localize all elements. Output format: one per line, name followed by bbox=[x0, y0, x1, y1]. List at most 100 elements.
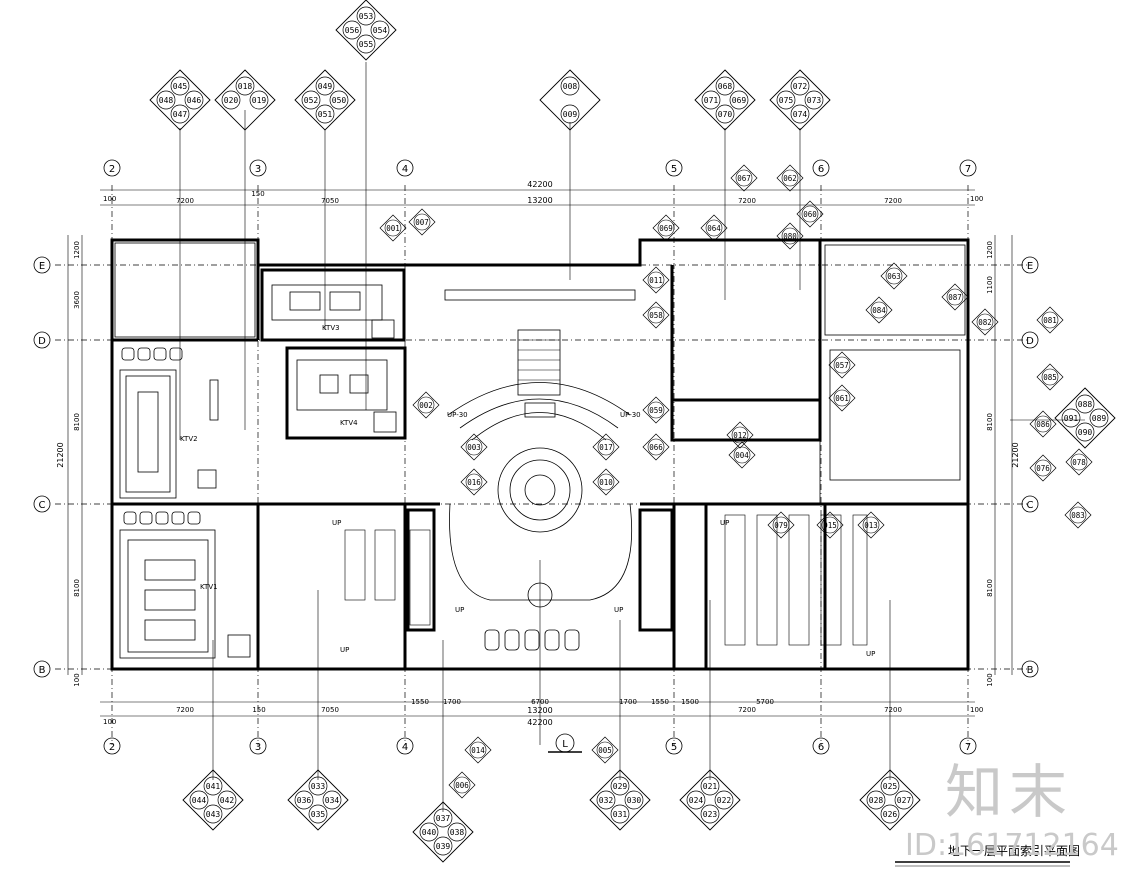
index-mark-number: 007 bbox=[415, 218, 429, 227]
index-mark-bubble bbox=[465, 473, 483, 491]
callout-outline bbox=[335, 0, 397, 61]
callout-outline bbox=[287, 769, 349, 831]
dim-bottom-span: 1550 bbox=[411, 698, 429, 706]
index-mark: 061 bbox=[828, 384, 856, 412]
callout-bubble bbox=[790, 76, 810, 96]
index-mark-outline bbox=[379, 214, 407, 242]
callout-bubble bbox=[1089, 408, 1109, 428]
dim-right-span: 1100 bbox=[986, 276, 994, 294]
callout-outline bbox=[694, 69, 756, 131]
up-label: UP bbox=[614, 606, 623, 614]
index-mark-outline bbox=[460, 433, 488, 461]
callout-number-top: 021 bbox=[703, 782, 718, 791]
index-mark: 001 bbox=[379, 214, 407, 242]
index-mark-number: 085 bbox=[1043, 373, 1057, 382]
callout-bubble bbox=[715, 76, 735, 96]
watermark-logo: 知末 bbox=[945, 758, 1074, 826]
index-mark-bubble bbox=[833, 356, 851, 374]
index-mark: 078 bbox=[1065, 448, 1093, 476]
room-label-ktv2: KTV2 bbox=[180, 435, 198, 443]
index-mark-bubble bbox=[731, 426, 749, 444]
grid-label: 3 bbox=[255, 164, 261, 175]
callout-number-top: 037 bbox=[436, 814, 451, 823]
callout-bubble bbox=[370, 20, 390, 40]
index-mark-outline bbox=[767, 511, 795, 539]
index-mark-outline bbox=[941, 283, 969, 311]
index-mark-outline bbox=[857, 511, 885, 539]
index-mark-outline bbox=[460, 468, 488, 496]
index-mark-bubble bbox=[735, 169, 753, 187]
callout-number-top: 025 bbox=[883, 782, 898, 791]
index-mark: 083 bbox=[1064, 501, 1092, 529]
callout-number-top: 053 bbox=[359, 12, 374, 21]
index-mark-bubble bbox=[801, 205, 819, 223]
callout-number-top: 049 bbox=[318, 82, 333, 91]
index-mark-outline bbox=[408, 208, 436, 236]
index-mark-bubble bbox=[647, 438, 665, 456]
dim-bottom-span: 150 bbox=[252, 706, 265, 714]
index-mark-number: 059 bbox=[649, 406, 663, 415]
dim-bottom-span: 7200 bbox=[738, 706, 756, 714]
callout-number-left: 036 bbox=[297, 796, 312, 805]
index-mark-bubble bbox=[870, 301, 888, 319]
drawing-title-text: 地下一层平面索引平面图 bbox=[948, 844, 1080, 858]
index-mark-bubble bbox=[413, 213, 431, 231]
dim-top-span: 7200 bbox=[738, 197, 756, 205]
index-mark-number: 080 bbox=[783, 232, 797, 241]
dim-left-span: 3600 bbox=[73, 291, 81, 309]
index-mark: 082 bbox=[971, 308, 999, 336]
callout-number-top: 029 bbox=[613, 782, 628, 791]
callout-outline bbox=[149, 69, 211, 131]
index-mark-number: 004 bbox=[735, 451, 749, 460]
grid-bubbles-left: E D C B bbox=[33, 256, 51, 678]
callout-number-left: 032 bbox=[599, 796, 614, 805]
index-mark: 007 bbox=[408, 208, 436, 236]
index-mark: 057 bbox=[828, 351, 856, 379]
index-mark-number: 003 bbox=[467, 443, 481, 452]
central-lobby bbox=[444, 289, 636, 651]
callout-number-bottom: 026 bbox=[883, 810, 898, 819]
index-mark-outline bbox=[816, 511, 844, 539]
index-mark: 016 bbox=[460, 468, 488, 496]
callout-number-left: 024 bbox=[689, 796, 704, 805]
index-mark-number: 060 bbox=[803, 210, 817, 219]
index-mark-outline bbox=[1064, 501, 1092, 529]
index-mark: 014 bbox=[464, 736, 492, 764]
callout-bubble bbox=[700, 804, 720, 824]
callout-bubble bbox=[1061, 408, 1081, 428]
callout-bubble bbox=[729, 90, 749, 110]
grid-label: E bbox=[39, 261, 45, 272]
callout-bubble bbox=[880, 804, 900, 824]
dim-right-span: 8100 bbox=[986, 579, 994, 597]
index-mark-number: 012 bbox=[733, 431, 747, 440]
index-mark-bubble bbox=[885, 267, 903, 285]
callout-number-bottom: 043 bbox=[206, 810, 221, 819]
index-mark-outline bbox=[1029, 410, 1057, 438]
grid-label: E bbox=[1027, 261, 1033, 272]
index-mark-number: 005 bbox=[598, 746, 612, 755]
dim-top-span: 100 bbox=[970, 195, 983, 203]
callout-bubble bbox=[433, 808, 453, 828]
callout-bubble bbox=[624, 790, 644, 810]
room-labels: KTV2 KTV1 KTV3 KTV4 UP-30 UP-30 UP UP UP… bbox=[180, 324, 875, 658]
index-mark: 063 bbox=[880, 262, 908, 290]
index-mark-number: 015 bbox=[823, 521, 837, 530]
dim-bottom-span: 7200 bbox=[884, 706, 902, 714]
callout-bubble bbox=[596, 790, 616, 810]
callout-bubble bbox=[170, 104, 190, 124]
index-mark-number: 058 bbox=[649, 311, 663, 320]
index-mark-outline bbox=[1065, 448, 1093, 476]
callout-number-bottom: 074 bbox=[793, 110, 808, 119]
callout-outline bbox=[412, 801, 474, 863]
grid-bubbles-right: E D C B bbox=[1021, 256, 1039, 678]
index-mark: 069 bbox=[652, 214, 680, 242]
grid-label: C bbox=[1027, 500, 1034, 511]
dim-right-total: 21200 bbox=[1011, 442, 1020, 467]
dim-left-total: 21200 bbox=[56, 442, 65, 467]
dim-bottom-span: 100 bbox=[970, 706, 983, 714]
index-mark-outline bbox=[700, 214, 728, 242]
index-mark-bubble bbox=[1070, 453, 1088, 471]
